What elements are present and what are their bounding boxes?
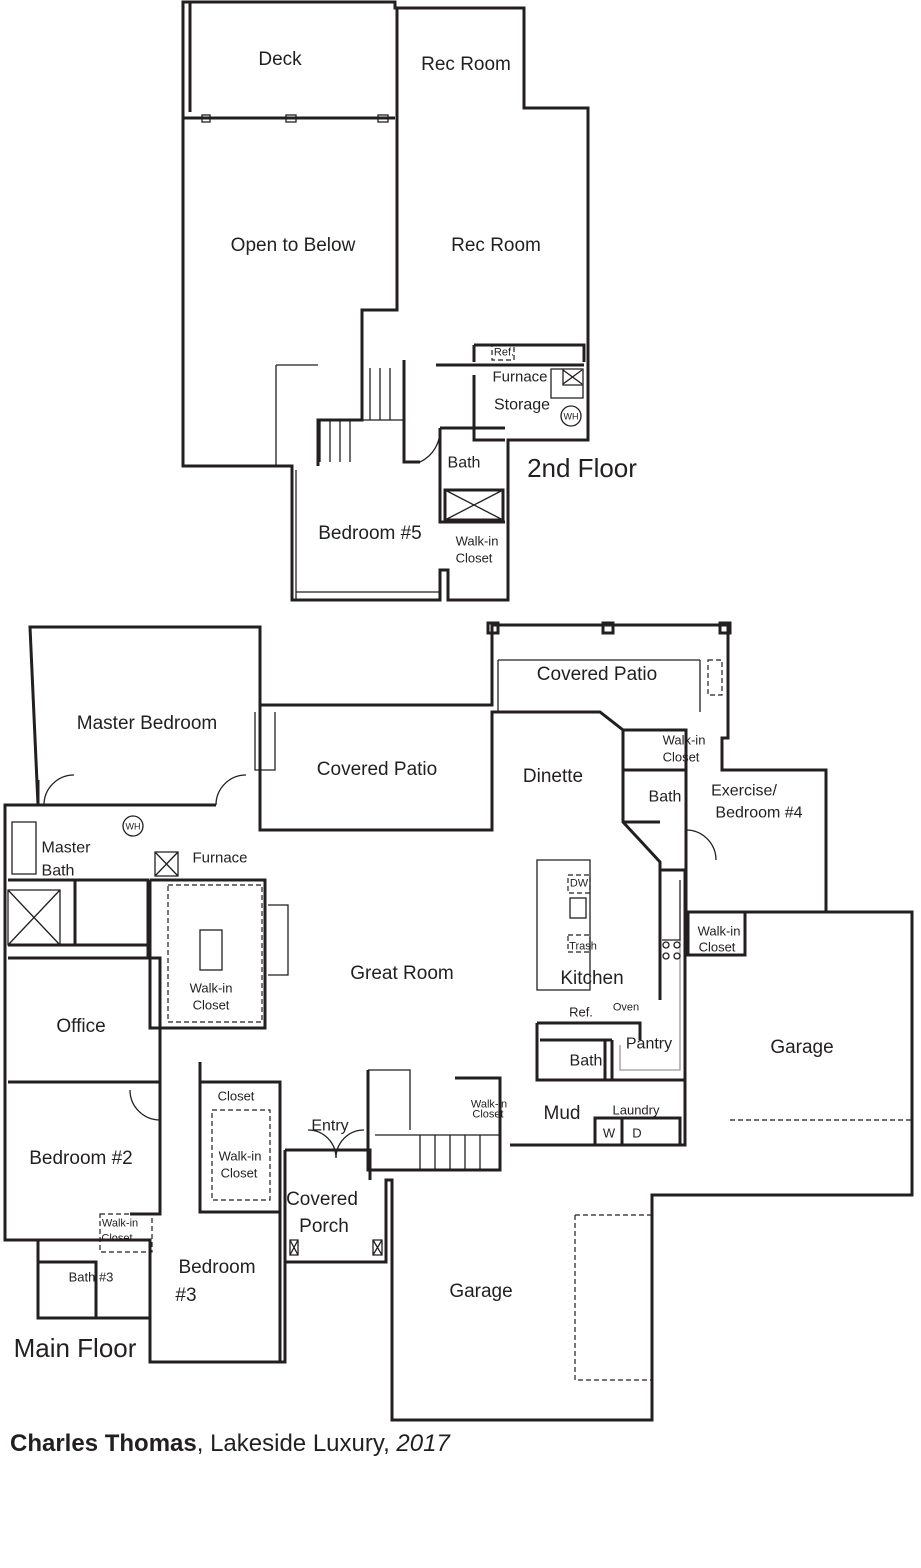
room-master-bedroom: Master Bedroom [76,713,218,734]
room-covered-porch-1: Covered [286,1189,358,1210]
room-walkin-bath3-1: Walk-in [101,1217,139,1230]
room-furnace: Furnace [492,368,548,386]
room-bedroom-3-2: #3 [175,1285,197,1306]
caption: Charles Thomas, Lakeside Luxury, 2017 [10,1430,450,1458]
room-closet: Closet [217,1088,255,1104]
room-kitchen: Kitchen [560,968,624,989]
room-exercise-2: Bedroom #4 [715,804,803,822]
trash-label: Trash [569,940,597,953]
room-bedroom-2: Bedroom #2 [29,1148,133,1169]
room-bedroom-5: Bedroom #5 [318,523,422,544]
room-walkin-b3-1: Walk-in [218,1148,262,1164]
room-walkin-2: Closet [455,550,493,566]
room-rec-room: Rec Room [451,235,541,256]
room-covered-patio-right: Covered Patio [536,664,658,685]
room-furnace: Furnace [192,849,248,867]
room-pantry: Pantry [625,1035,673,1053]
plan-name: Lakeside Luxury, [210,1430,390,1457]
room-walkin-b3-2: Closet [220,1165,258,1181]
water-heater-icon: WH [125,821,141,832]
room-walkin-b4-2: Closet [662,749,700,765]
dryer-label: D [632,1125,642,1141]
room-master-bath-1: Master [41,839,91,857]
room-rec-room-upper: Rec Room [421,54,511,75]
main-floor-walls [3,621,914,1422]
room-garage: Garage [449,1281,513,1302]
room-walkin-master-2: Closet [192,997,230,1013]
room-mud: Mud [543,1103,581,1124]
room-walkin-stair-2: Closet [472,1108,504,1121]
caption-separator: , [196,1430,211,1457]
room-covered-porch-2: Porch [299,1216,349,1237]
room-open-to-below: Open to Below [230,235,356,256]
room-bath-b4: Bath [648,788,682,806]
room-entry: Entry [311,1117,349,1135]
room-bedroom-3-1: Bedroom [178,1257,256,1278]
washer-label: W [602,1125,616,1141]
room-laundry: Laundry [612,1102,660,1118]
room-office: Office [56,1016,106,1037]
designer-name: Charles Thomas [10,1430,197,1457]
room-walkin-bath3-2: Closet [101,1232,133,1245]
year: 2017 [396,1430,450,1457]
room-bath-kitchen: Bath [569,1052,603,1070]
room-great-room: Great Room [350,963,454,984]
room-dinette: Dinette [522,766,584,787]
room-storage: Storage [493,396,551,414]
room-walkin-1: Walk-in [455,533,499,549]
room-covered-patio: Covered Patio [316,759,438,780]
room-exercise-1: Exercise/ [711,782,777,800]
oven-label: Oven [612,1001,640,1014]
room-walkin-garage-1: Walk-in [697,923,741,939]
water-heater-icon: WH [563,411,579,422]
room-garage-right: Garage [770,1037,834,1058]
room-walkin-master-1: Walk-in [189,980,233,996]
label-ref: Ref. [493,346,515,359]
room-master-bath-2: Bath [41,862,75,880]
room-walkin-garage-2: Closet [698,939,736,955]
refrigerator-label: Ref. [569,1004,593,1020]
room-bath: Bath [447,454,481,472]
room-deck: Deck [258,49,302,70]
room-bath-3: Bath #3 [68,1269,114,1285]
room-walkin-b4-1: Walk-in [662,732,706,748]
dishwasher-label: DW [569,877,589,890]
room-walkin-stair-1: Walk-in [470,1098,508,1111]
floor-title-main: Main Floor [13,1333,137,1363]
second-floor-walls [181,0,590,602]
floor-title-2nd: 2nd Floor [527,453,637,483]
